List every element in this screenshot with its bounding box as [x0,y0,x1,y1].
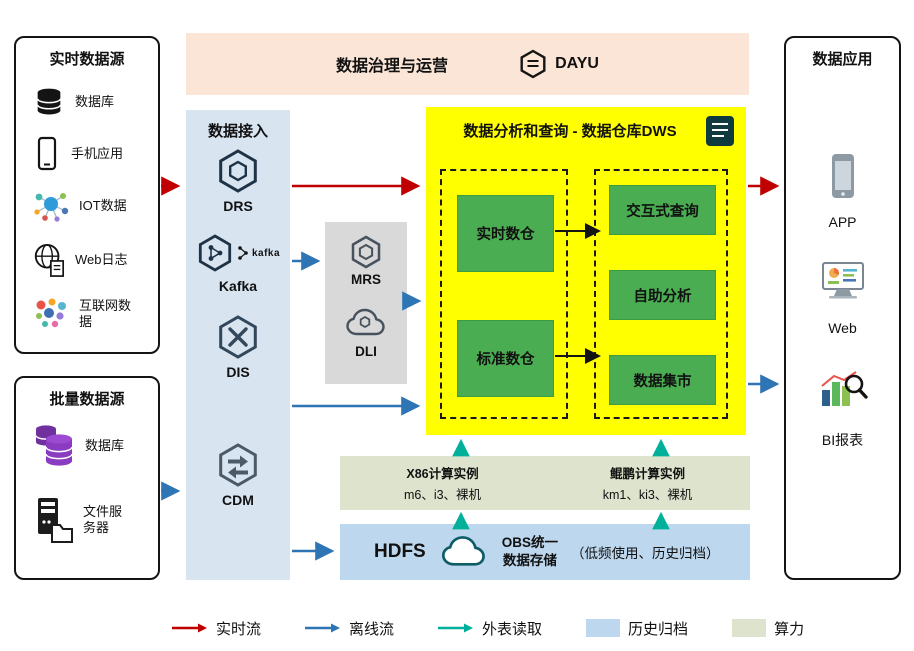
teal-arrow-icon [438,623,474,633]
warehouse-group: 实时数仓 标准数仓 [440,169,568,419]
service-label-kafka: Kafka [218,278,258,294]
dis-hexagon-icon [219,315,257,359]
governance-title: 数据治理与运营 [336,58,449,75]
batch-sources-title: 批量数据源 [49,391,125,408]
hdfs-label: HDFS [374,541,426,562]
source-label: 文件服务器 [83,503,123,535]
dayu-icon [520,49,546,79]
dli-cloud-icon [346,308,385,336]
compute-swatch [732,619,767,637]
bi-report-icon [820,371,868,406]
module-data-mart: 数据集市 [609,355,716,405]
batch-sources-panel: 批量数据源 数据库 文件服务器 [14,376,160,580]
app-label: APP [828,214,857,230]
phone-icon [32,136,62,172]
legend-item-realtime-flow: 实时流 [172,618,261,639]
source-label: Web日志 [75,251,128,267]
source-row: 数据库 [32,418,152,474]
x86-spec: m6、i3、裸机 [403,488,482,502]
legend-label: 算力 [774,620,805,638]
service-label-mrs: MRS [351,272,381,287]
x86-compute-group: X86计算实例 m6、i3、裸机 [340,456,545,510]
applications-title: 数据应用 [812,51,873,68]
kafka-hexagon-icon [198,234,232,272]
storage-panel: HDFS OBS统一 数据存储 （低频使用、历史归档） [340,524,750,580]
app-phone-icon [831,154,854,198]
legend: 实时流 离线流 外表读取 历史归档 算力 [172,612,804,644]
internet-data-icon [32,296,70,332]
legend-label: 历史归档 [628,620,689,638]
kafka-logo-icon [238,246,248,260]
source-row: 文件服务器 [32,490,152,550]
module-self-service-analysis: 自助分析 [609,270,716,320]
realtime-sources-panel: 实时数据源 数据库 手机应用 IOT数据 Web日志 [14,36,160,354]
module-realtime-warehouse: 实时数仓 [457,195,554,272]
obs-note: （低频使用、历史归档） [571,546,720,561]
dayu-label: DAYU [555,55,599,72]
purple-database-icon [32,422,76,470]
source-label: 数据库 [75,93,115,109]
source-row: IOT数据 [32,186,152,226]
module-standard-warehouse: 标准数仓 [457,320,554,397]
source-label: IOT数据 [79,197,127,213]
legend-item-archive: 历史归档 [586,618,688,639]
governance-banner: 数据治理与运营 DAYU [186,33,749,95]
legend-label: 离线流 [349,620,395,638]
source-row: Web日志 [32,240,152,280]
source-label: 手机应用 [71,145,124,161]
blue-arrow-icon [305,623,341,633]
source-label: 互联网数据 [79,297,132,329]
obs-label: OBS统一 数据存储 [501,535,558,568]
kafka-wordmark: kafka [251,247,281,259]
iot-icon [32,189,70,223]
database-icon [32,85,66,119]
legend-item-offline-flow: 离线流 [305,618,394,639]
legend-label: 实时流 [216,620,262,638]
processing-panel: MRS DLI [325,222,407,384]
source-row: 互联网数据 [32,292,152,336]
web-monitor-icon [821,262,864,299]
dws-document-icon [702,114,738,153]
archive-swatch [586,619,621,637]
source-label: 数据库 [85,437,125,453]
drs-hexagon-icon [219,149,257,193]
mrs-hexagon-icon [351,235,381,269]
dws-title: 数据分析和查询 - 数据仓库DWS [463,123,677,140]
compute-instances-panel: X86计算实例 m6、i3、裸机 鲲鹏计算实例 km1、ki3、裸机 [340,456,750,510]
service-label-dis: DIS [226,364,250,380]
web-log-icon [32,242,66,278]
red-arrow-icon [172,623,207,633]
legend-item-external-read: 外表读取 [438,618,542,639]
file-server-icon [32,496,74,544]
applications-panel: 数据应用 APP Web BI报表 [784,36,901,580]
kunpeng-title: 鲲鹏计算实例 [609,467,685,481]
analysis-group: 交互式查询 自助分析 数据集市 [594,169,728,419]
kunpeng-compute-group: 鲲鹏计算实例 km1、ki3、裸机 [545,456,750,510]
service-label-cdm: CDM [222,492,254,508]
web-label: Web [828,320,857,336]
legend-label: 外表读取 [482,620,543,638]
x86-title: X86计算实例 [406,467,479,481]
cdm-hexagon-icon [219,443,257,487]
dayu-brand: DAYU [518,49,599,79]
realtime-sources-title: 实时数据源 [49,51,125,68]
source-row: 数据库 [32,82,152,122]
ingestion-title: 数据接入 [207,123,268,140]
legend-item-compute-power: 算力 [732,618,804,639]
service-label-dli: DLI [355,344,377,359]
dws-panel: 数据分析和查询 - 数据仓库DWS 实时数仓 标准数仓 交互式查询 自助分析 数… [426,107,746,435]
bi-label: BI报表 [821,432,864,448]
ingestion-panel: 数据接入 DRS kafka Kafka DIS CDM [186,110,290,580]
module-interactive-query: 交互式查询 [609,185,716,235]
kunpeng-spec: km1、ki3、裸机 [602,488,693,502]
source-row: 手机应用 [32,134,152,174]
service-label-drs: DRS [223,198,253,214]
obs-cloud-icon [439,533,489,571]
